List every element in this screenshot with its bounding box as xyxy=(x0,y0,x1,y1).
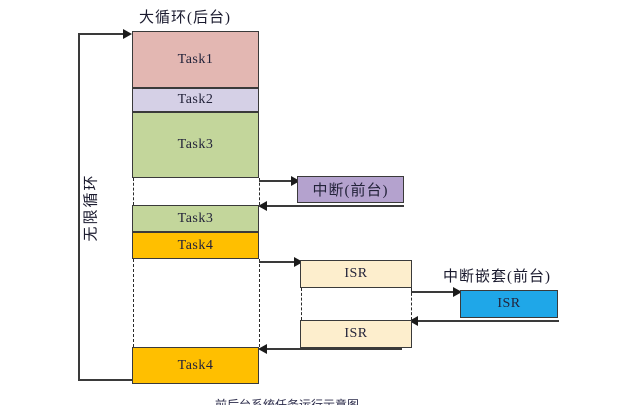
arrow-head-nested-return-icon xyxy=(409,316,418,326)
isr-nested-block: ISR xyxy=(460,290,558,318)
arrow-line-isr-to-nested xyxy=(411,291,462,293)
loop-arrow-top-line xyxy=(78,33,125,35)
arrow-head-isr-return-to-task4-icon xyxy=(258,344,267,354)
task3-second-label: Task3 xyxy=(177,210,214,226)
task1-label: Task1 xyxy=(177,51,214,67)
dashed-line-left-upper xyxy=(133,178,134,205)
interrupt-foreground-block: 中断(前台) xyxy=(297,176,404,203)
arrow-line-isr-return-to-task4 xyxy=(262,348,402,350)
isr-first-block: ISR xyxy=(300,260,412,288)
isr-second-block: ISR xyxy=(300,320,412,348)
task2-label: Task2 xyxy=(177,92,214,107)
task4-first-label: Task4 xyxy=(177,237,214,253)
title-nested-interrupt: 中断嵌套(前台) xyxy=(443,269,551,285)
infinite-loop-label: 无限循环 xyxy=(83,173,100,242)
task2-block: Task2 xyxy=(132,88,259,112)
task3-first-block: Task3 xyxy=(132,112,259,178)
loop-arrow-head-icon xyxy=(123,29,132,39)
dashed-line-isr-right xyxy=(411,288,412,320)
arrow-head-isr-to-nested-icon xyxy=(453,287,462,297)
task3-first-label: Task3 xyxy=(177,137,214,152)
dashed-line-right-upper xyxy=(259,178,260,205)
figure-caption: 前后台系统任务运行示意图 xyxy=(215,398,360,405)
dashed-line-right-lower xyxy=(259,259,260,347)
arrow-head-task4-to-isr-icon xyxy=(294,257,303,267)
loop-bottom-line xyxy=(78,379,168,381)
isr-second-label: ISR xyxy=(344,326,368,341)
task4-first-block: Task4 xyxy=(132,232,259,259)
task1-block: Task1 xyxy=(132,31,259,88)
arrow-line-interrupt-return xyxy=(262,205,404,207)
interrupt-foreground-label: 中断(前台) xyxy=(312,183,389,199)
task3-second-block: Task3 xyxy=(132,205,259,232)
arrow-head-interrupt-return-icon xyxy=(258,201,267,211)
isr-nested-label: ISR xyxy=(497,296,521,311)
dashed-line-isr-left xyxy=(301,288,302,320)
dashed-line-left-lower xyxy=(133,259,134,347)
arrow-line-task3-to-interrupt xyxy=(259,180,299,182)
task4-second-label: Task4 xyxy=(177,357,214,373)
task4-second-block: Task4 xyxy=(132,347,259,384)
title-main-loop: 大循环(后台) xyxy=(139,10,231,26)
isr-first-label: ISR xyxy=(344,266,368,281)
arrow-line-task4-to-isr xyxy=(259,261,303,263)
arrow-line-nested-return xyxy=(414,320,559,322)
arrow-head-task3-to-interrupt-icon xyxy=(291,176,300,186)
loop-left-vertical-line xyxy=(78,33,80,380)
